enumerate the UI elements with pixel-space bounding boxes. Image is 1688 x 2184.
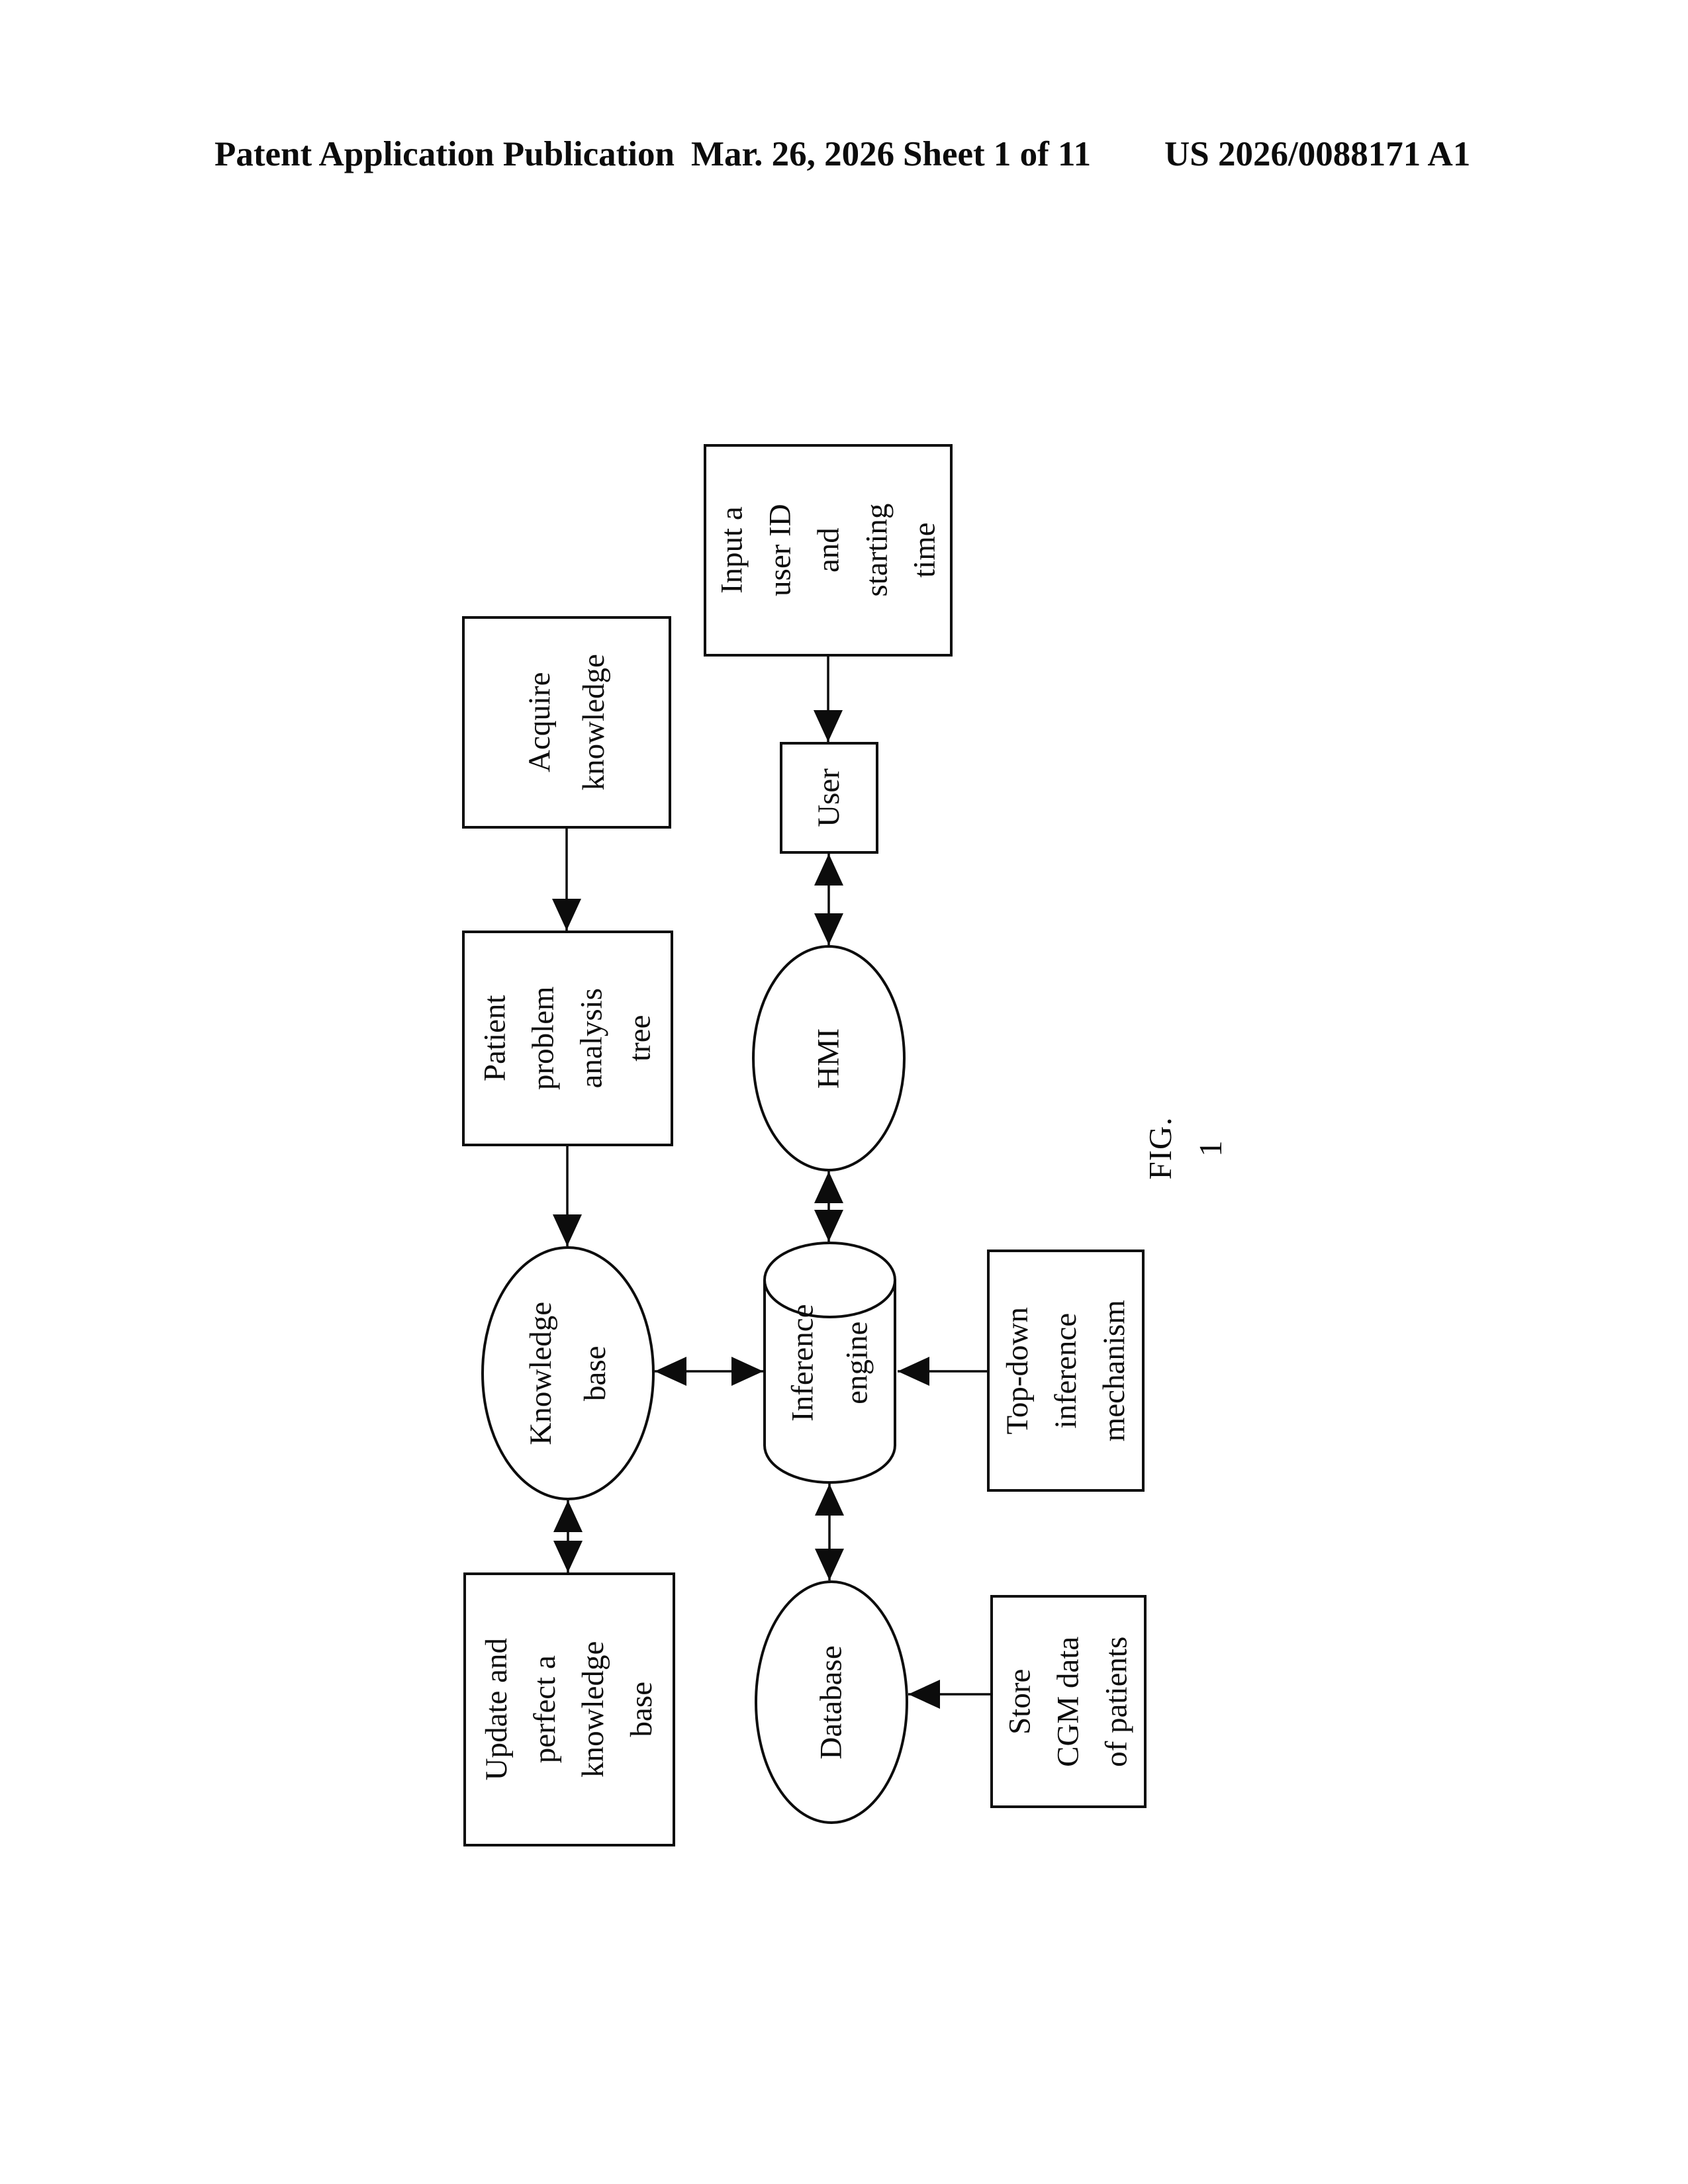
store-cgm-data-box [990, 1595, 1147, 1808]
header-date: Mar. 26, 2026 [691, 135, 895, 173]
hmi-ellipse [752, 945, 906, 1171]
inference-engine-cylinder-body [763, 1280, 896, 1484]
database-ellipse [755, 1580, 908, 1824]
inference-engine-cylinder-cap [763, 1242, 896, 1318]
header-publication: Patent Application Publication [214, 135, 675, 173]
header-patent-number: US 2026/0088171 A1 [1164, 135, 1471, 173]
header-sheet-number: Sheet 1 of 11 [903, 135, 1092, 173]
acquire-knowledge-box [462, 616, 671, 829]
top-down-mechanism-box [987, 1250, 1145, 1492]
update-knowledge-base-box [463, 1572, 675, 1846]
user-box [780, 742, 878, 854]
knowledge-base-ellipse [481, 1246, 655, 1500]
input-user-id-box [704, 444, 953, 657]
patient-problem-tree-box [462, 931, 673, 1146]
